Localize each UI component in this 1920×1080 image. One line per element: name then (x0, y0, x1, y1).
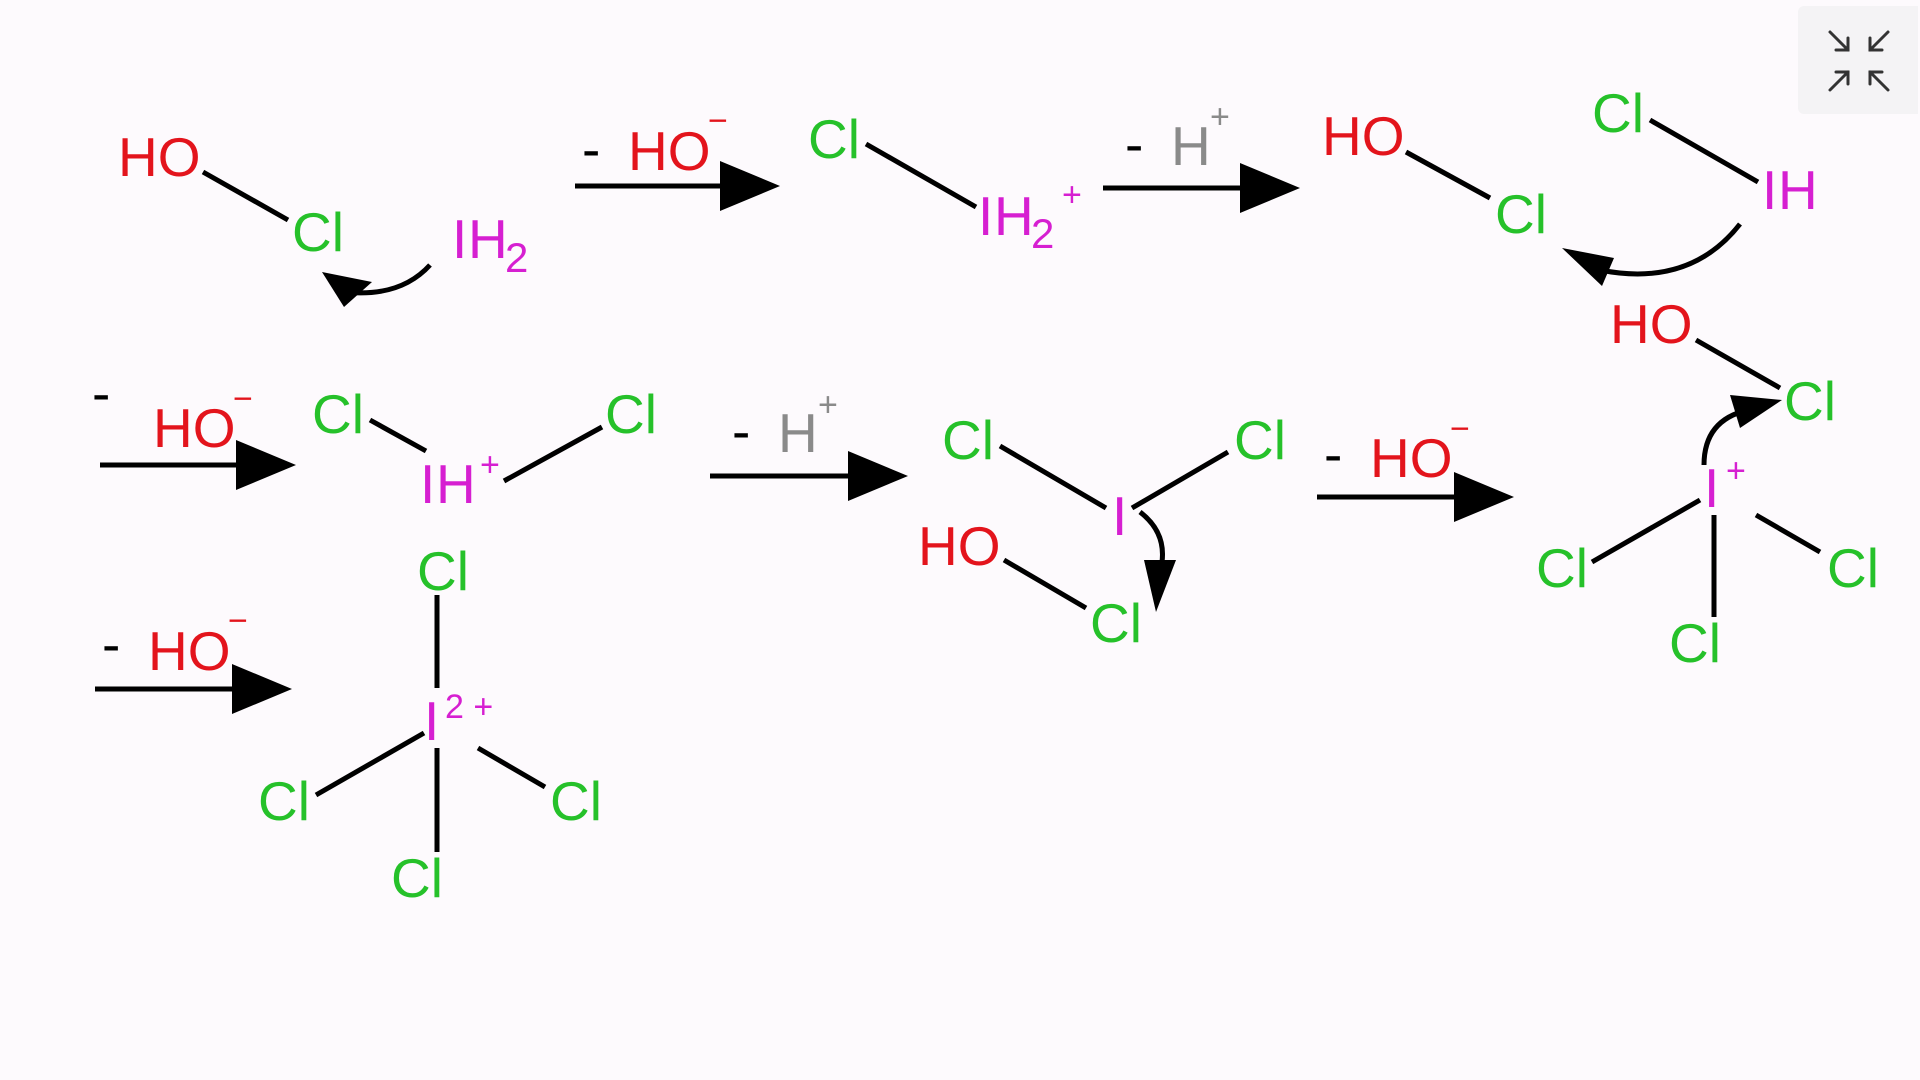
molecule-dichloro-iodine-hydride-cation: Cl I H + Cl (312, 383, 657, 515)
charge-plus: + (480, 446, 500, 484)
molecule-hypochlorous-acid-2: HO Cl (1322, 105, 1547, 245)
atom-Cl: Cl (391, 847, 443, 909)
bond (502, 424, 604, 484)
arrowhead (1562, 248, 1614, 286)
atom-Cl: Cl (605, 383, 657, 445)
reaction-arrow-4: - H + (710, 386, 908, 501)
atom-Cl: Cl (258, 770, 310, 832)
reaction-arrow-5: - HO − (1317, 410, 1514, 522)
charge-minus: − (708, 102, 728, 140)
bond (476, 745, 547, 790)
bond (1404, 149, 1492, 201)
reaction-arrow-1: - HO − (575, 102, 780, 211)
atom-H: H (436, 453, 476, 515)
leaving-group-HO: HO (1370, 427, 1453, 489)
molecule-iodine-dihydride: I H 2 (452, 208, 528, 281)
leaving-group-H: H (1171, 115, 1211, 177)
molecule-hypochlorous-acid-4: HO Cl (1610, 293, 1836, 432)
leaving-group-HO: HO (148, 620, 231, 682)
atom-HO: HO (118, 126, 201, 188)
atom-Cl: Cl (1495, 183, 1547, 245)
atom-HO: HO (1322, 105, 1405, 167)
atom-H: H (468, 208, 508, 270)
charge-plus: + (1210, 98, 1230, 136)
bond (201, 169, 290, 223)
minus-sign: - (1125, 113, 1143, 175)
atom-Cl: Cl (312, 383, 364, 445)
atom-HO: HO (1610, 293, 1693, 355)
molecule-iodine-dichloride: Cl I Cl (942, 409, 1286, 547)
charge-minus: − (233, 380, 253, 418)
leaving-group-HO: HO (153, 397, 236, 459)
atom-I: I (1112, 485, 1127, 547)
molecule-chloro-iodine-dihydride-cation: Cl I H 2 + (808, 108, 1082, 257)
charge-minus: − (1450, 410, 1470, 448)
charge-plus: + (1726, 452, 1746, 490)
atom-Cl: Cl (1536, 537, 1588, 599)
bond (1002, 557, 1088, 611)
bond (1130, 449, 1230, 511)
minus-sign: - (102, 613, 120, 675)
arrowhead (322, 272, 372, 307)
charge-2plus: 2 + (445, 688, 493, 726)
atom-I: I (1704, 457, 1719, 519)
atom-Cl: Cl (417, 540, 469, 602)
minus-sign: - (582, 118, 600, 180)
charge-plus: + (1062, 176, 1082, 214)
leaving-group-H: H (778, 402, 818, 464)
molecule-iodine-trichloride-cation: I + Cl Cl Cl (1536, 452, 1879, 674)
molecule-hypochlorous-acid: HO Cl (118, 126, 344, 263)
atom-I: I (424, 690, 439, 752)
arrowhead (1730, 395, 1782, 428)
exit-fullscreen-button[interactable] (1798, 6, 1918, 114)
charge-minus: − (228, 602, 248, 640)
reaction-arrow-2: - H + (1103, 98, 1300, 213)
atom-Cl: Cl (1784, 370, 1836, 432)
atom-I: I (452, 208, 467, 270)
atom-Cl: Cl (808, 108, 860, 170)
atom-Cl: Cl (292, 201, 344, 263)
atom-H: H (1778, 159, 1818, 221)
bond (998, 443, 1108, 511)
charge-plus: + (818, 386, 838, 424)
subscript-2: 2 (1031, 210, 1054, 257)
bond (1754, 512, 1822, 555)
atom-HO: HO (918, 515, 1001, 577)
molecule-hypochlorous-acid-3: HO Cl (918, 515, 1142, 654)
collapse-arrows-icon (1828, 30, 1890, 92)
atom-Cl: Cl (1090, 592, 1142, 654)
bond (1590, 497, 1702, 565)
atom-Cl: Cl (1592, 82, 1644, 144)
bond (864, 141, 978, 210)
atom-Cl: Cl (1669, 612, 1721, 674)
atom-Cl: Cl (550, 770, 602, 832)
atom-I: I (420, 453, 435, 515)
molecule-chloro-iodine-hydride: Cl I H (1592, 82, 1818, 221)
reaction-arrow-3: - HO − (92, 362, 296, 490)
minus-sign: - (732, 400, 750, 462)
molecule-iodine-tetrachloride-dication: Cl I 2 + Cl Cl Cl (258, 540, 602, 909)
minus-sign: - (92, 362, 110, 424)
subscript-2: 2 (505, 234, 528, 281)
bond (1648, 117, 1760, 185)
atom-Cl: Cl (1234, 409, 1286, 471)
bond (314, 730, 426, 798)
atom-Cl: Cl (942, 409, 994, 471)
bond (1694, 337, 1782, 391)
bond (368, 417, 428, 454)
atom-H: H (994, 185, 1034, 247)
leaving-group-HO: HO (628, 120, 711, 182)
minus-sign: - (1324, 423, 1342, 485)
atom-Cl: Cl (1827, 537, 1879, 599)
reaction-arrow-6: - HO − (95, 602, 292, 714)
arrowhead (1144, 560, 1176, 612)
atom-I: I (978, 185, 993, 247)
atom-I: I (1762, 159, 1777, 221)
curved-arrow (1599, 222, 1742, 277)
